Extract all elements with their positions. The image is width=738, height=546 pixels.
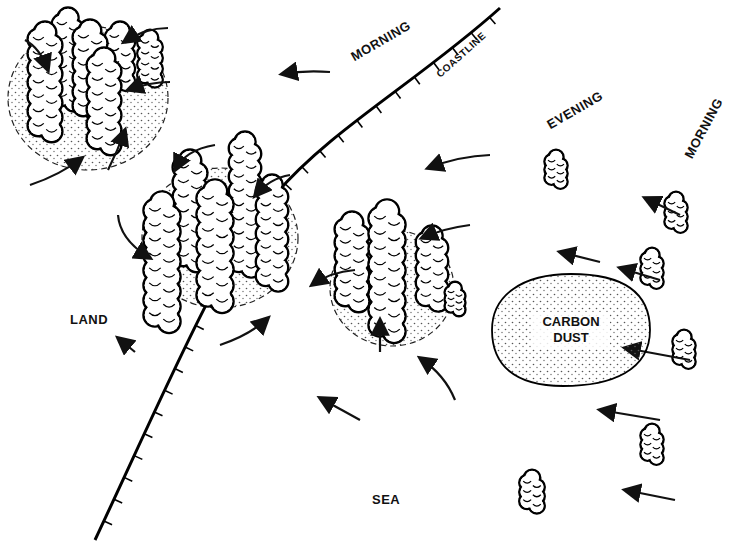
stippled-region xyxy=(8,26,454,346)
coast-tick xyxy=(144,434,152,438)
cloud-tower xyxy=(335,211,370,312)
coast-tick xyxy=(357,120,363,127)
region-label: LAND xyxy=(70,312,108,327)
coast-ticks xyxy=(104,17,496,524)
cumulus-clouds xyxy=(28,7,696,513)
cloud-tower xyxy=(368,199,405,343)
coast-tick xyxy=(154,412,162,416)
coast-tick xyxy=(175,369,183,373)
cloud-tower xyxy=(416,225,448,311)
coast-tick xyxy=(185,347,193,351)
cloud-tower xyxy=(28,21,63,142)
time-label: EVENING xyxy=(544,88,605,132)
coast-tick xyxy=(164,390,172,394)
coast-tick xyxy=(134,456,142,460)
coast-tick xyxy=(302,167,308,174)
cloud-tower xyxy=(640,248,663,289)
coast-tick xyxy=(104,521,112,525)
cloud-tower xyxy=(137,30,163,88)
cloud-tower xyxy=(256,174,288,291)
coastline xyxy=(95,8,500,540)
cloud-tower xyxy=(544,150,567,189)
cloud-tower xyxy=(640,424,663,465)
region-label: SEA xyxy=(372,492,400,507)
cloud-tower xyxy=(196,179,233,313)
coast-tick xyxy=(376,106,381,113)
coast-tick xyxy=(414,77,419,84)
cloud-tower xyxy=(143,191,180,333)
time-label: MORNING xyxy=(681,95,725,161)
coast-tick xyxy=(114,499,122,503)
cloud-tower xyxy=(445,282,466,317)
coast-tick xyxy=(338,135,344,142)
wind-arrows xyxy=(25,28,690,500)
coast-tick xyxy=(490,17,496,24)
coast-tick xyxy=(196,325,204,329)
dust-region: CARBON DUST xyxy=(490,272,652,388)
coast-tick xyxy=(395,91,400,98)
cloud-tower xyxy=(519,470,545,514)
coast-tick xyxy=(124,477,132,481)
region-label: CARBON DUST xyxy=(532,312,610,349)
cloud-tower xyxy=(87,47,122,155)
time-label: MORNING xyxy=(348,18,413,64)
cloud-tower xyxy=(672,330,695,369)
coast-tick xyxy=(320,151,326,158)
